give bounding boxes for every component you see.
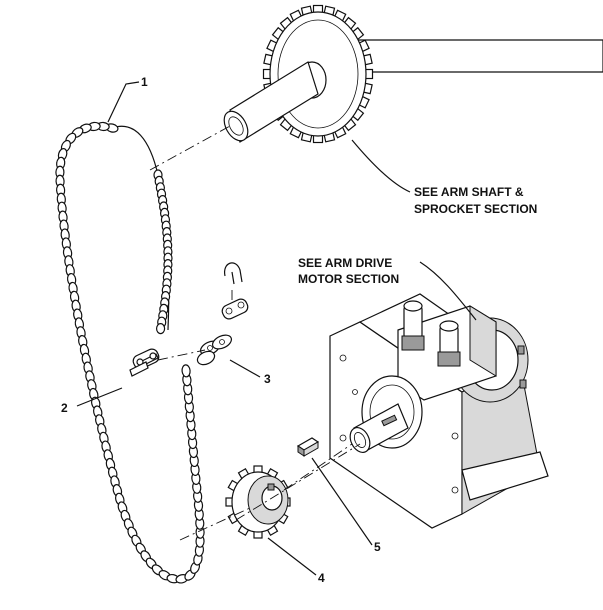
callout-3: 3 (264, 372, 271, 386)
callout-2: 2 (61, 401, 68, 415)
chain-links (55, 121, 205, 584)
callout-1: 1 (141, 75, 148, 89)
pin-link (129, 348, 160, 377)
callout-4: 4 (318, 571, 325, 585)
small-sprocket (225, 465, 291, 539)
note-arm-drive-line1: SEE ARM DRIVE (298, 256, 392, 270)
arm-drive-motor-assembly (329, 293, 549, 529)
shaft-key (296, 437, 320, 457)
link-side-plate (221, 298, 249, 320)
connecting-link-set (129, 262, 249, 377)
arm-shaft-and-sprocket (223, 4, 603, 144)
roller-chain (55, 121, 205, 584)
note-arm-shaft-line2: SPROCKET SECTION (414, 202, 537, 216)
note-arm-shaft-line1: SEE ARM SHAFT & (414, 185, 524, 199)
spring-clip (224, 262, 243, 285)
chain-link (181, 364, 191, 378)
leader-lines (76, 81, 477, 576)
chain-link (155, 323, 166, 335)
note-arm-drive-line2: MOTOR SECTION (298, 272, 399, 286)
offset-link (196, 334, 233, 366)
callout-5: 5 (374, 540, 381, 554)
